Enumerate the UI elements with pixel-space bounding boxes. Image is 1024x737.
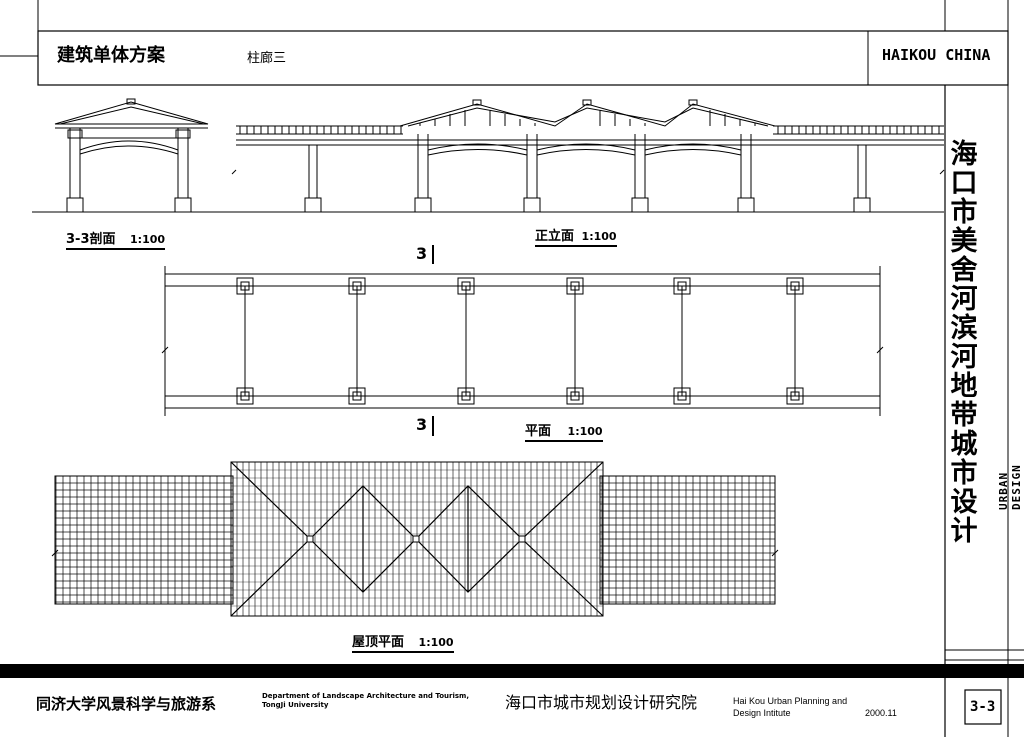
title-char: 设 — [950, 487, 978, 518]
roof-plan-drawing — [51, 461, 779, 617]
title-char: 舍 — [950, 255, 978, 286]
title-char: 口 — [950, 168, 978, 199]
project-title-vertical: 海 口 市 美 舍 河 滨 河 地 带 城 市 设 计 — [946, 140, 982, 546]
department-name: Department of Landscape Architecture and… — [262, 692, 482, 710]
sheet-number: 3-3 — [970, 699, 996, 715]
title-char: 市 — [950, 458, 978, 489]
institute-name-en: Hai Kou Urban Planning and Design Intitu… — [733, 695, 903, 719]
title-char: 美 — [950, 226, 978, 257]
section-scale: 1:100 — [130, 233, 166, 246]
roof-label-text: 屋顶平面 — [352, 635, 405, 650]
plan-drawing — [161, 245, 884, 436]
roof-scale: 1:100 — [418, 636, 454, 649]
section-label-text: 3-3剖面 — [66, 232, 116, 247]
location-label: HAIKOU CHINA — [882, 46, 991, 64]
title-char: 带 — [950, 400, 978, 431]
elevation-label-text: 正立面 — [535, 229, 575, 244]
elevation-scale: 1:100 — [581, 230, 617, 243]
cut-mark-bottom: 3 — [416, 415, 428, 434]
department-line-1: Department of Landscape Architecture and… — [262, 692, 469, 700]
university-name: 同济大学风景科学与旅游系 — [36, 695, 217, 713]
department-line-2: TongJi University — [262, 701, 329, 709]
title-char: 计 — [950, 516, 978, 547]
plan-columns — [236, 277, 804, 405]
drawing-subtitle: 柱廊三 — [247, 51, 287, 66]
title-char: 市 — [950, 197, 978, 228]
plan-view-label: 平面 1:100 — [525, 425, 603, 442]
footer-bar — [0, 664, 1024, 678]
drawing-date: 2000.11 — [865, 708, 897, 718]
plan-scale: 1:100 — [567, 425, 603, 438]
plan-label-text: 平面 — [525, 424, 552, 439]
cut-mark-top: 3 — [416, 244, 428, 263]
roof-view-label: 屋顶平面 1:100 — [352, 636, 454, 653]
sheet-number-box — [964, 689, 1002, 725]
institute-line-2: Design Intitute 2000.11 — [733, 707, 903, 719]
institute-line-2-text: Design Intitute — [733, 708, 791, 718]
title-char: 海 — [950, 139, 978, 170]
institute-name-cn: 海口市城市规划设计研究院 — [505, 693, 698, 712]
title-char: 地 — [950, 371, 978, 402]
elevation-drawing — [231, 99, 945, 213]
institute-line-1: Hai Kou Urban Planning and — [733, 696, 848, 706]
title-char: 河 — [950, 284, 978, 315]
title-char: 河 — [950, 342, 978, 373]
drawing-title: 建筑单体方案 — [57, 45, 165, 66]
section-view-label: 3-3剖面 1:100 — [66, 232, 166, 250]
title-char: 城 — [950, 429, 978, 460]
project-title-english: URBAN DESIGN OF MEISHE RIVER IN HAIKOU — [997, 464, 1024, 510]
elevation-view-label: 正立面 1:100 — [535, 230, 617, 247]
title-char: 滨 — [950, 313, 978, 344]
section-drawing — [32, 98, 232, 213]
